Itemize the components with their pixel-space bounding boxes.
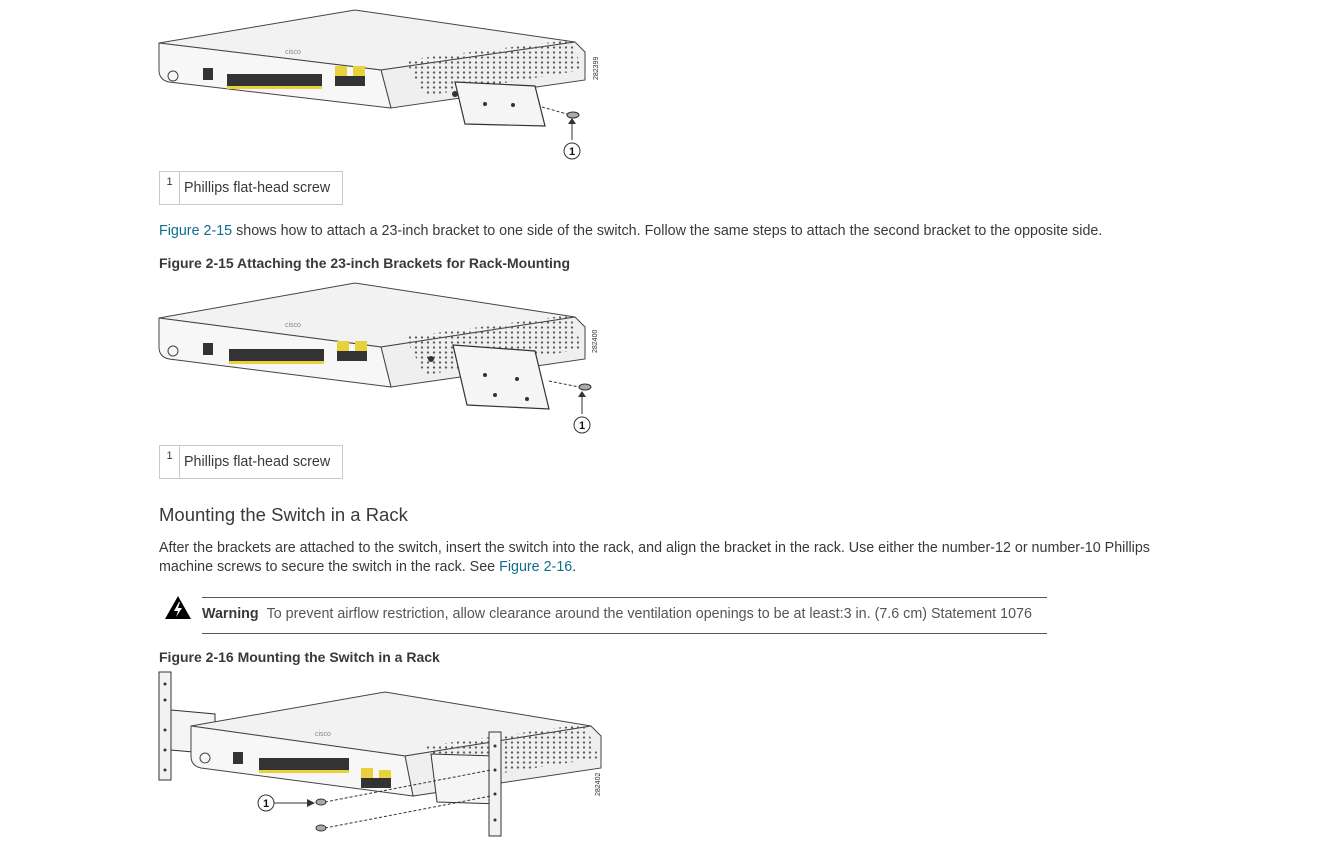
image-id-label: 282400 [592,330,599,353]
section-heading: Mounting the Switch in a Rack [159,504,408,525]
paragraph-line: After the brackets are attached to the s… [159,540,1150,556]
figure-link[interactable]: Figure 2-16 [499,559,573,575]
callout-number: 1 [569,146,575,158]
paragraph-text: . [572,559,577,575]
paragraph-line: machine screws to secure the switch in t… [159,558,1219,577]
callout-legend-text: Phillips flat-head screw [184,180,331,196]
callout-legend-table: 1 Phillips flat-head screw [159,445,343,479]
image-id-label: 282399 [593,57,600,80]
callout-legend-table: 1 Phillips flat-head screw [159,171,343,205]
warning-label: Warning [202,606,259,622]
callout-legend-text: Phillips flat-head screw [184,454,331,470]
warning-statement: To prevent airflow restriction, allow cl… [266,606,1032,622]
image-id-label: 282402 [595,773,602,796]
warning-bottom-rule [202,633,1047,634]
callout-number: 1 [263,798,269,810]
switch-bracket-illustration: cisco 1 282400 [158,282,599,434]
svg-text:cisco: cisco [285,49,301,56]
figure-title: Figure 2-15 Attaching the 23-inch Bracke… [159,255,570,271]
svg-text:cisco: cisco [315,731,331,738]
figure-title: Figure 2-16 Mounting the Switch in a Rac… [159,649,440,665]
body-paragraph: After the brackets are attached to the s… [159,539,1219,577]
svg-text:cisco: cisco [285,322,301,329]
rack-mount-illustration: cisco 1 282402 [158,671,602,837]
warning-icon [165,596,191,619]
paragraph-text: shows how to attach a 23-inch bracket to… [232,223,1103,239]
warning-text: Warning To prevent airflow restriction, … [202,605,1032,624]
callout-number: 1 [579,420,585,432]
warning-top-rule [202,597,1047,598]
switch-bracket-illustration: cisco 1 282399 [158,9,600,160]
callout-legend-number: 1 [160,446,180,478]
body-paragraph: Figure 2-15 shows how to attach a 23-inc… [159,222,1102,241]
callout-legend-number: 1 [160,172,180,204]
paragraph-text: machine screws to secure the switch in t… [159,559,500,575]
figure-link[interactable]: Figure 2-15 [159,223,233,239]
